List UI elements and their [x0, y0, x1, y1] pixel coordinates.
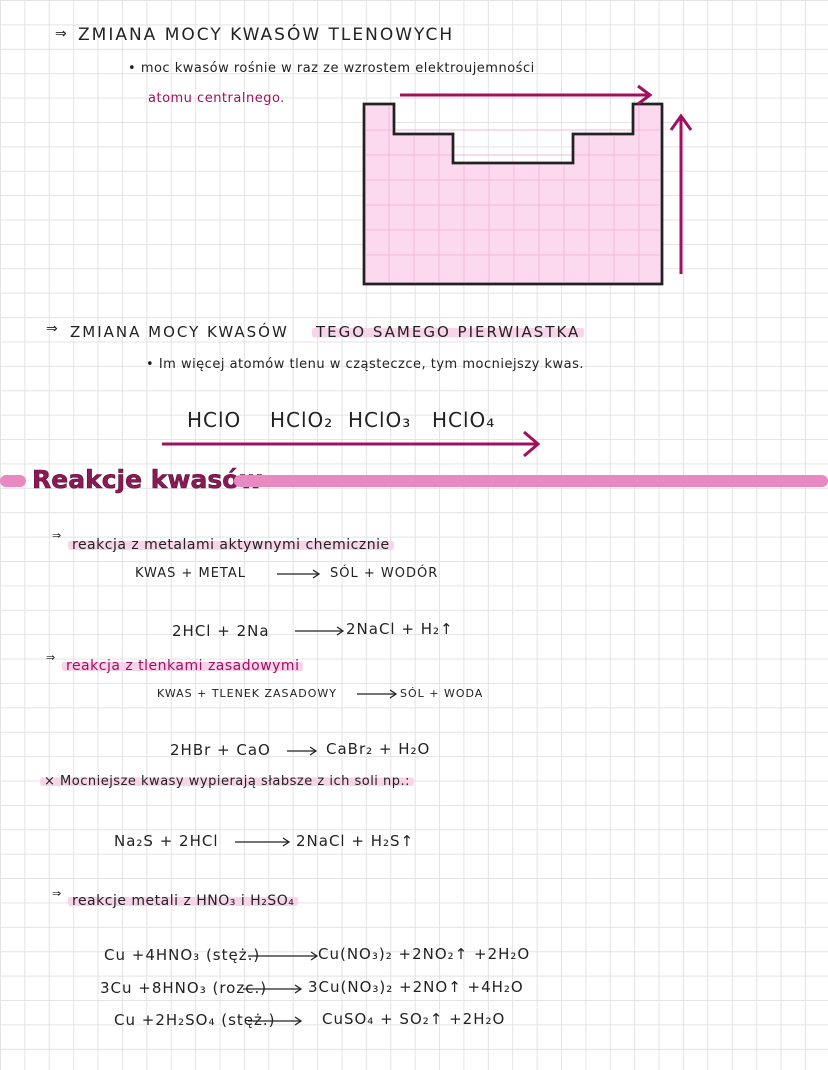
r3-eq3-left: Cu +2H₂SO₄ (stęż.)	[114, 1011, 276, 1029]
section2-title-a: ZMIANA MOCY KWASÓW	[70, 323, 289, 341]
r1-example-left: 2HCl + 2Na	[172, 622, 270, 640]
r2-scheme-left: KWAS + TLENEK ZASADOWY	[157, 687, 337, 700]
arrow-marker-5: ⇒	[52, 887, 62, 900]
r3-eq1-right: Cu(NO₃)₂ +2NO₂↑ +2H₂O	[318, 945, 531, 963]
acid-2: HClO₂	[270, 408, 334, 432]
r3-eq1-left: Cu +4HNO₃ (stęż.)	[104, 946, 261, 964]
arrow-marker-1: ⇒	[55, 26, 67, 42]
section2-bullet: • Im więcej atomów tlenu w cząsteczce, t…	[146, 357, 585, 372]
heading-bar-right	[234, 475, 828, 487]
acid-1: HClO	[187, 408, 242, 432]
heading-bar-left	[0, 475, 26, 487]
reaction-arrows	[235, 569, 398, 1026]
periodic-table-grid	[364, 104, 662, 284]
bullet-text: moc kwasów rośnie w raz ze wzrostem elek…	[140, 61, 535, 76]
r2-scheme-right: SÓL + WODA	[400, 687, 484, 700]
r1-example-right: 2NaCl + H₂↑	[346, 620, 454, 638]
r3-eq3-right: CuSO₄ + SO₂↑ +2H₂O	[322, 1010, 506, 1028]
r1-title: reakcja z metalami aktywnymi chemicznie	[68, 538, 394, 552]
note-example-left: Na₂S + 2HCl	[114, 832, 219, 850]
section-heading: Reakcje kwasów	[32, 465, 263, 494]
section2-title-b: TEGO SAMEGO PIERWIASTKA	[312, 325, 585, 340]
r2-example-right: CaBr₂ + H₂O	[326, 740, 431, 758]
note-example-right: 2NaCl + H₂S↑	[296, 832, 415, 850]
arrow-marker-4: ⇒	[46, 651, 56, 664]
acid-4: HClO₄	[432, 408, 496, 432]
bullet-text: Im więcej atomów tlenu w cząsteczce, tym…	[158, 357, 585, 372]
r1-scheme-right: SÓL + WODÓR	[330, 566, 439, 581]
section1-title: ZMIANA MOCY KWASÓW TLENOWYCH	[78, 25, 455, 45]
r2-title: reakcja z tlenkami zasadowymi	[62, 658, 304, 674]
acid-3: HClO₃	[348, 408, 412, 432]
section1-bullet-line2: atomu centralnego.	[148, 91, 285, 106]
r3-eq2-left: 3Cu +8HNO₃ (rozc.)	[100, 979, 268, 997]
arrow-marker-2: ⇒	[46, 321, 58, 337]
r3-eq2-right: 3Cu(NO₃)₂ +2NO↑ +4H₂O	[308, 978, 524, 996]
r2-example-left: 2HBr + CaO	[170, 741, 271, 759]
r1-scheme-left: KWAS + METAL	[135, 566, 247, 581]
periodic-table-shape	[362, 102, 664, 286]
section1-bullet-line1: • moc kwasów rośnie w raz ze wzrostem el…	[128, 61, 535, 76]
note-text: × Mocniejsze kwasy wypierają słabsze z i…	[40, 775, 415, 788]
r3-title: reakcje metali z HNO₃ i H₂SO₄	[68, 894, 299, 908]
r2-title-text: reakcja z tlenkami zasadowymi	[66, 658, 300, 674]
arrow-marker-3: ⇒	[52, 529, 62, 542]
